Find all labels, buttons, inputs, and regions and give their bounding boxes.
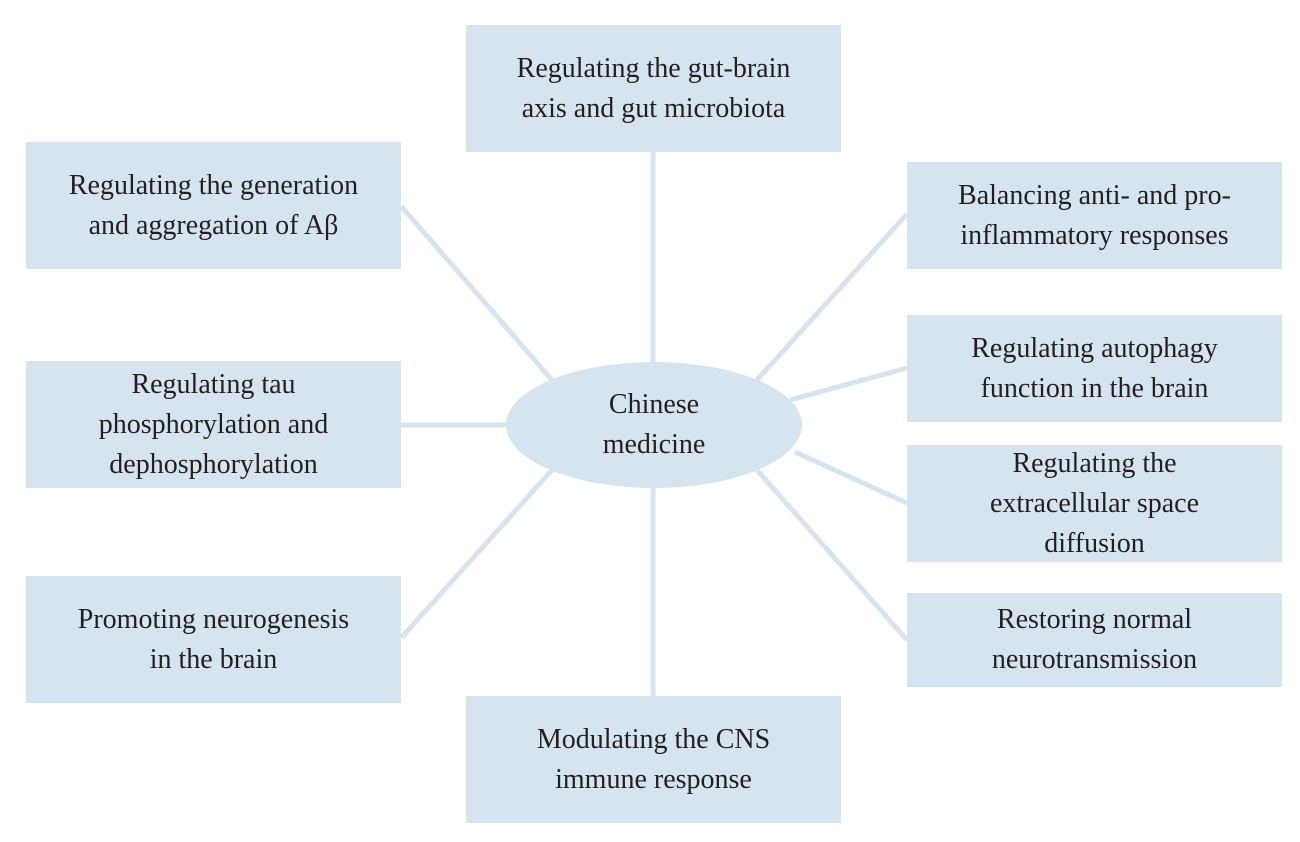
node-inflammatory: Balancing anti- and pro-inflammatory res… — [907, 162, 1282, 269]
connector-neurogenesis — [399, 468, 554, 640]
connector-autophagy — [789, 365, 908, 403]
node-label: Balancing anti- and pro-inflammatory res… — [958, 179, 1231, 251]
connector-neurotransmission — [755, 468, 909, 642]
connector-extracellular — [793, 449, 909, 506]
connector-abeta — [399, 204, 554, 382]
connector-inflammatory — [755, 212, 909, 382]
